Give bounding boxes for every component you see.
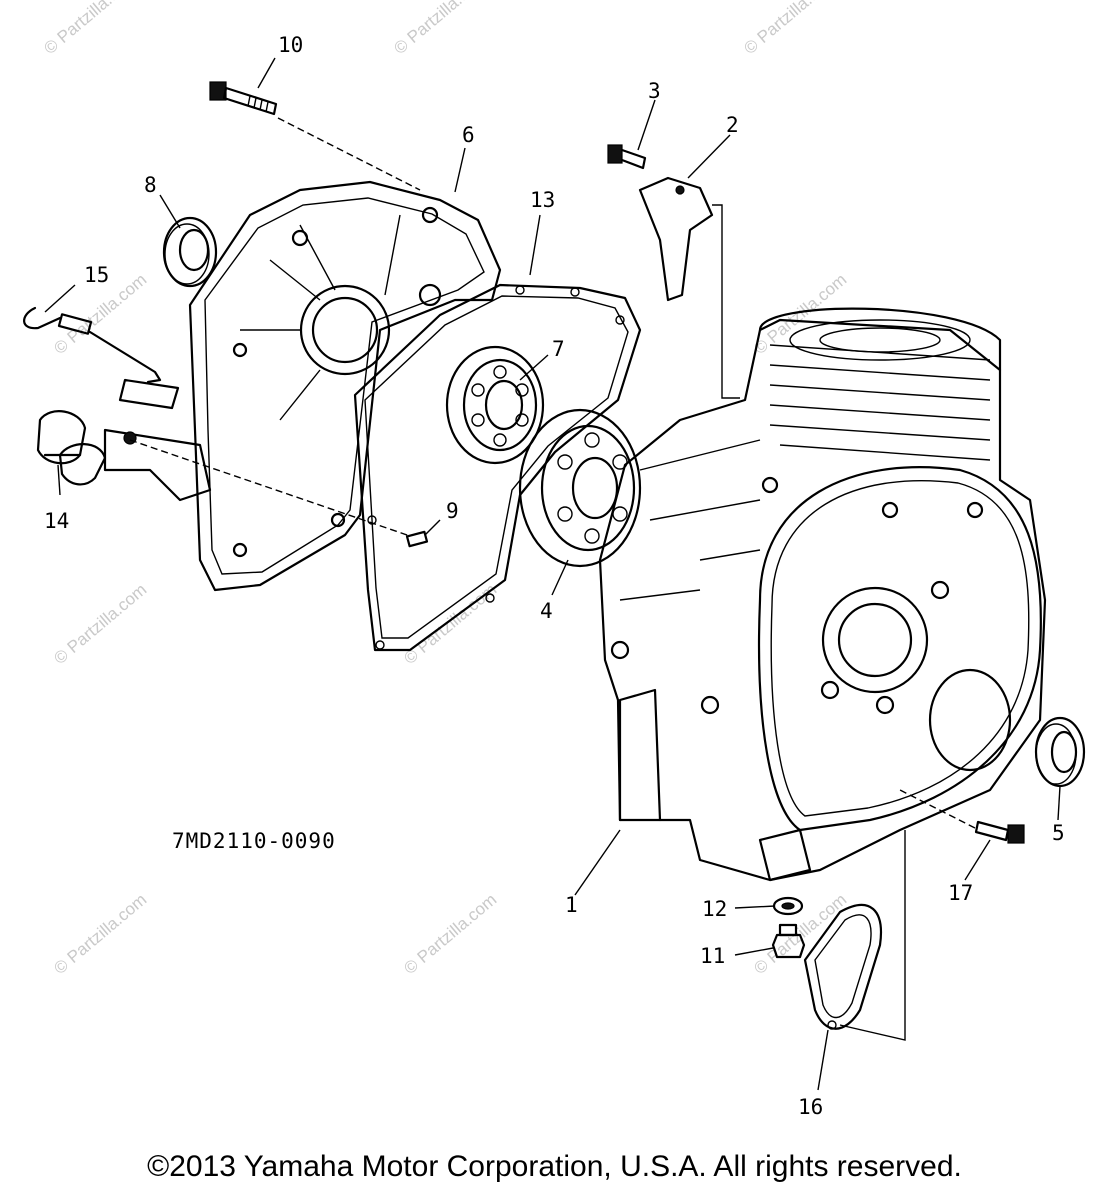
watermark: © Partzilla.com: [400, 580, 500, 668]
watermark: © Partzilla.com: [40, 0, 140, 58]
part-5-oil-seal: [1034, 716, 1086, 788]
guide-line-16: [839, 840, 906, 1041]
callout-11: 11: [700, 944, 725, 968]
part-6-side-cover: [188, 180, 502, 592]
part-10-bolt: [209, 81, 278, 116]
watermark: © Partzilla.com: [50, 890, 150, 978]
watermark-layer: © Partzilla.com © Partzilla.com © Partzi…: [40, 0, 850, 978]
part-15-breather: [23, 306, 180, 410]
callout-2: 2: [726, 113, 739, 137]
part-11-drain-plug: [771, 923, 806, 959]
part-9-dowel: [405, 530, 429, 548]
exploded-parts-diagram: © Partzilla.com © Partzilla.com © Partzi…: [23, 0, 1086, 1119]
part-16-gasket: [803, 903, 883, 1030]
leader-lines: [44, 57, 1061, 1091]
part-4-bearing: [518, 408, 642, 568]
callout-1: 1: [565, 893, 578, 917]
callout-10: 10: [278, 33, 303, 57]
guide-line-17: [899, 789, 976, 829]
part-14-cap: [36, 410, 212, 502]
callout-12: 12: [702, 897, 727, 921]
callout-15: 15: [84, 263, 109, 287]
callout-16: 16: [798, 1095, 823, 1119]
watermark: © Partzilla.com: [400, 890, 500, 978]
part-12-washer: [772, 896, 804, 916]
part-17-bolt: [974, 820, 1025, 844]
part-1-crankcase: [598, 307, 1047, 882]
callout-9: 9: [446, 499, 459, 523]
diagram-code: 7MD2110-0090: [172, 829, 336, 853]
callout-3: 3: [648, 79, 661, 103]
guide-line-10: [277, 117, 421, 191]
part-3-screw: [607, 144, 647, 170]
callout-5: 5: [1052, 821, 1065, 845]
copyright-notice: ©2013 Yamaha Motor Corporation, U.S.A. A…: [147, 1150, 962, 1183]
callout-17: 17: [948, 881, 973, 905]
callout-14: 14: [44, 509, 69, 533]
guide-line-2: [712, 204, 740, 399]
part-8-oil-seal: [162, 216, 218, 288]
watermark: © Partzilla.com: [50, 580, 150, 668]
callout-6: 6: [462, 123, 475, 147]
callout-13: 13: [530, 188, 555, 212]
watermark: © Partzilla.com: [390, 0, 490, 58]
part-2-bracket: [638, 176, 714, 302]
callout-7: 7: [552, 337, 565, 361]
part-7-bearing: [445, 345, 545, 465]
callout-labels: 10 3 2 6 8 13 15 7 14 9 4 1 5 17 12 11 1…: [44, 33, 1065, 1119]
watermark: © Partzilla.com: [740, 0, 840, 58]
watermark: © Partzilla.com: [750, 270, 850, 358]
callout-8: 8: [144, 173, 157, 197]
callout-4: 4: [540, 599, 553, 623]
